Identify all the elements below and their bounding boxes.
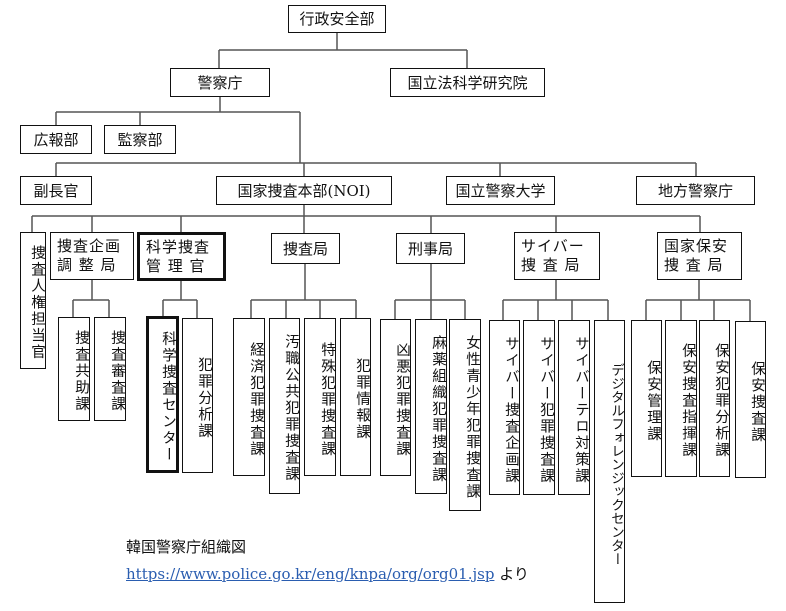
division-box: 凶悪犯罪捜査課 [380, 319, 411, 476]
division-box: 保安犯罪分析課 [699, 320, 730, 477]
pr-dept-box: 広報部 [20, 125, 92, 154]
forensic-institute-box: 国立法科学研究院 [390, 68, 545, 97]
cyber-line2: 捜 査 局 [521, 256, 581, 274]
source-link[interactable]: https://www.police.go.kr/eng/knpa/org/or… [126, 565, 495, 583]
science-line2: 管 理 官 [146, 256, 206, 275]
deputy-box: 副長官 [20, 176, 92, 205]
division-box: 保安捜査課 [735, 321, 766, 478]
human-rights-box: 捜査人権担当官 [20, 232, 46, 369]
chart-caption: 韓国警察庁組織図 [126, 538, 247, 556]
division-box: 保安管理課 [631, 320, 662, 477]
division-box: 経済犯罪捜査課 [233, 318, 265, 476]
division-box: 汚職公共犯罪捜査課 [269, 318, 300, 494]
security-bureau-box: 国家保安 捜 査 局 [657, 232, 742, 280]
regional-agency-box: 地方警察庁 [636, 176, 755, 205]
division-box: サイバー犯罪捜査課 [523, 320, 555, 495]
source-suffix: より [494, 565, 529, 583]
security-line2: 捜 査 局 [664, 256, 724, 274]
division-box: 捜査審査課 [94, 317, 126, 421]
division-box: サイバー捜査企画課 [489, 320, 520, 495]
division-box: 犯罪情報課 [340, 318, 371, 476]
division-box: 女性青少年犯罪捜査課 [449, 319, 481, 511]
police-university-box: 国立警察大学 [446, 176, 555, 205]
division-box: 保安捜査指揮課 [665, 320, 697, 477]
division-box: 科学捜査センター [146, 316, 179, 473]
division-box: 麻薬組織犯罪捜査課 [415, 319, 447, 494]
division-box: デジタルフォレンジックセンター [594, 320, 625, 603]
police-agency-box: 警察庁 [170, 68, 270, 97]
ministry-box: 行政安全部 [288, 5, 386, 33]
division-box: サイバーテロ対策課 [558, 320, 590, 495]
noi-box: 国家捜査本部(NOI) [216, 176, 392, 205]
planning-line1: 捜査企画 [57, 237, 122, 256]
planning-line2: 調 整 局 [57, 256, 117, 274]
planning-bureau-box: 捜査企画 調 整 局 [50, 232, 134, 280]
criminal-bureau-box: 刑事局 [396, 233, 465, 264]
cyber-line1: サイバー [521, 237, 585, 256]
cyber-bureau-box: サイバー 捜 査 局 [514, 232, 600, 280]
security-line1: 国家保安 [664, 237, 729, 256]
science-line1: 科学捜査 [146, 237, 211, 256]
audit-dept-box: 監察部 [104, 125, 176, 154]
division-box: 犯罪分析課 [182, 318, 213, 473]
science-officer-box: 科学捜査 管 理 官 [137, 232, 226, 281]
investigation-bureau-box: 捜査局 [271, 233, 340, 264]
source-line: https://www.police.go.kr/eng/knpa/org/or… [126, 563, 529, 584]
division-box: 特殊犯罪捜査課 [304, 318, 336, 476]
division-box: 捜査共助課 [58, 317, 90, 421]
